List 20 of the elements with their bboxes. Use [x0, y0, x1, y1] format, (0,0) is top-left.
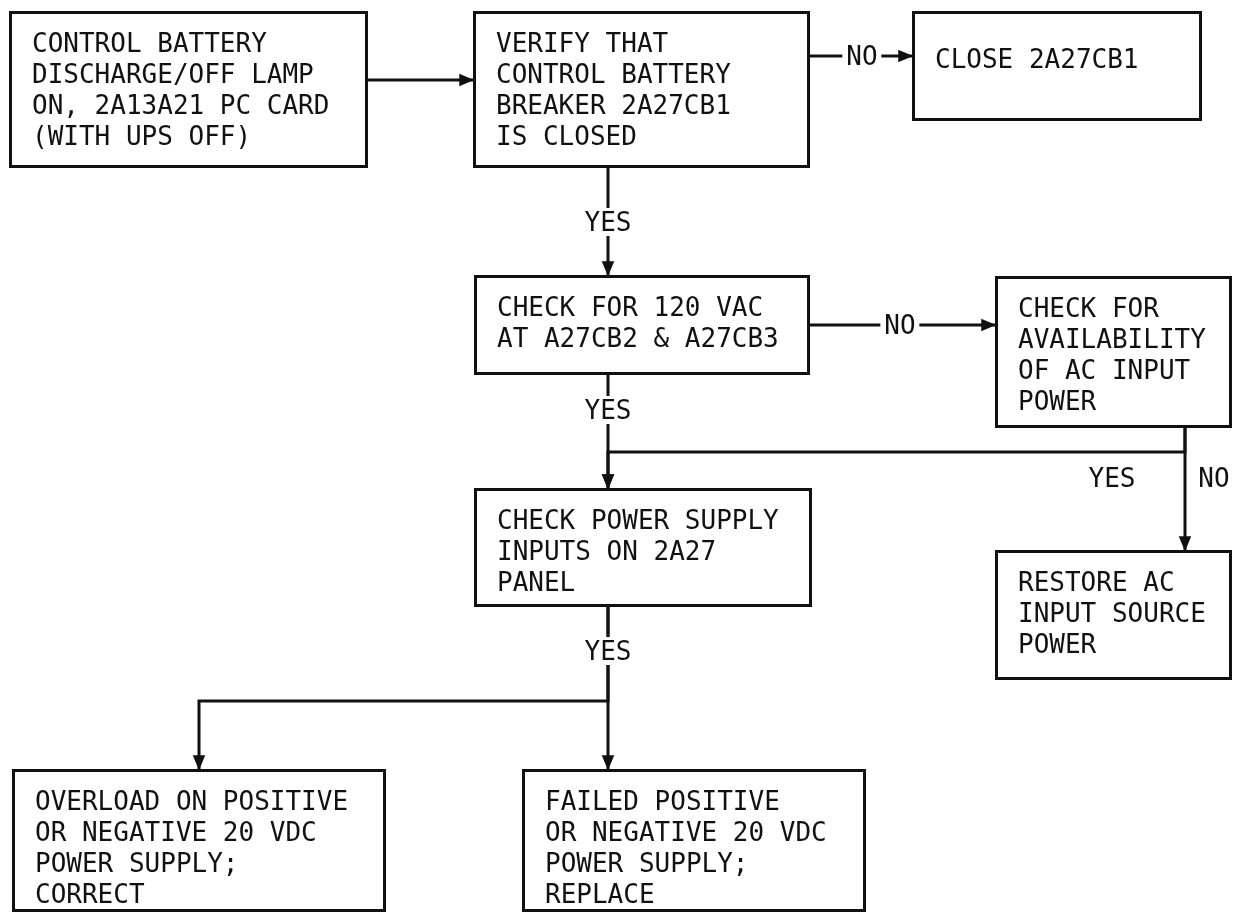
step-text: CHECK FOR 120 VAC AT A27CB2 & A27CB3	[497, 292, 779, 354]
process-box	[522, 769, 866, 912]
step-text: CONTROL BATTERY DISCHARGE/OFF LAMP ON, 2A13A21 PC CARD (WITH UPS OFF)	[32, 28, 330, 152]
process-box	[9, 11, 368, 168]
step-text: OVERLOAD ON POSITIVE OR NEGATIVE 20 VDC POWER SUPPLY; CORRECT	[35, 786, 349, 910]
process-box	[473, 11, 810, 168]
arrow	[368, 73, 475, 87]
process-box	[474, 488, 812, 607]
step-text: CHECK POWER SUPPLY INPUTS ON 2A27 PANEL	[497, 505, 779, 598]
process-box	[912, 11, 1202, 121]
step-text: FAILED POSITIVE OR NEGATIVE 20 VDC POWER SUPPLY; REPLACE	[545, 786, 827, 910]
step-text: CLOSE 2A27CB1	[935, 44, 1139, 75]
process-box	[12, 769, 386, 912]
process-box	[995, 276, 1232, 428]
process-box	[474, 275, 810, 375]
step-text: CHECK FOR AVAILABILITY OF AC INPUT POWER	[1018, 293, 1206, 417]
step-text: RESTORE AC INPUT SOURCE POWER	[1018, 567, 1206, 660]
step-text: VERIFY THAT CONTROL BATTERY BREAKER 2A27CB1 IS CLOSED	[496, 28, 731, 152]
process-box	[995, 550, 1232, 680]
arrow	[1178, 428, 1192, 552]
